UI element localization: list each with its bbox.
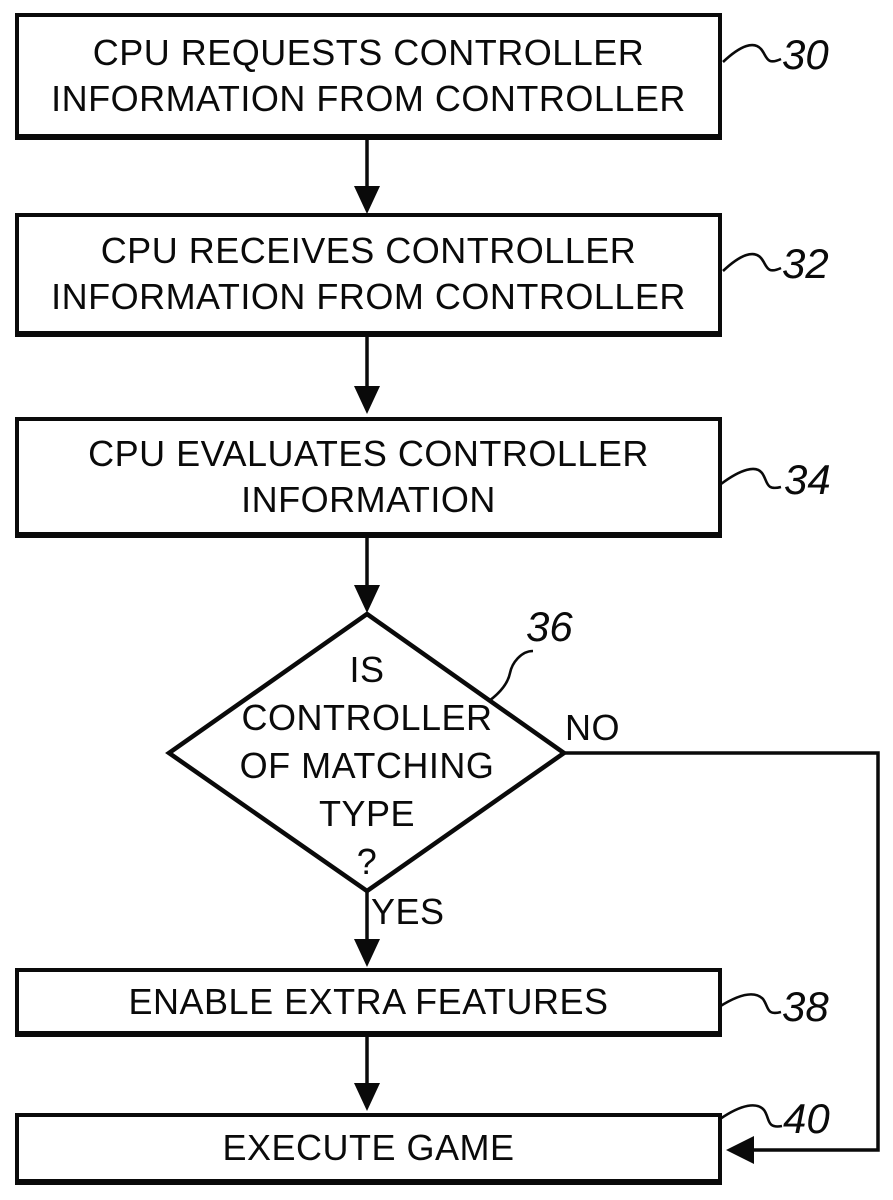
no-branch-line: [563, 751, 880, 1152]
ref-label-32: 32: [782, 240, 829, 287]
process-box-text: INFORMATION FROM CONTROLLER: [51, 276, 686, 317]
no-branch-label: NO: [565, 707, 620, 748]
arrowhead-38-to-40: [354, 1083, 380, 1111]
yes-branch-label: YES: [371, 891, 445, 932]
decision-text-line: TYPE: [318, 793, 416, 834]
decision-text-line: IS: [349, 649, 385, 690]
process-box-execute-game: EXECUTE GAME: [15, 1113, 722, 1185]
arrowhead-34-to-36: [354, 585, 380, 613]
arrowhead-32-to-34: [354, 386, 380, 414]
process-box-cpu-receives: CPU RECEIVES CONTROLLER INFORMATION FROM…: [15, 213, 722, 337]
process-box-text: CPU RECEIVES CONTROLLER: [100, 230, 637, 271]
leader-30: [722, 43, 782, 63]
process-box-text: INFORMATION FROM CONTROLLER: [51, 77, 686, 119]
leader-40: [719, 1104, 783, 1128]
arrowhead-yes-36-to-38: [354, 939, 380, 967]
process-box-cpu-requests: CPU REQUESTS CONTROLLER INFORMATION FROM…: [15, 13, 722, 140]
ref-label-36: 36: [526, 603, 573, 650]
decision-diamond-shape: [165, 611, 568, 894]
decision-text-line: CONTROLLER: [241, 697, 493, 738]
leader-34: [720, 467, 782, 490]
ref-label-38: 38: [782, 983, 829, 1030]
ref-label-30: 30: [782, 31, 829, 78]
process-box-text: CPU REQUESTS CONTROLLER: [92, 31, 645, 73]
process-box-cpu-evaluates: CPU EVALUATES CONTROLLER INFORMATION: [15, 417, 722, 538]
process-box-enable-extra-features: ENABLE EXTRA FEATURES: [15, 968, 722, 1037]
process-box-text: INFORMATION: [241, 478, 496, 520]
arrowhead-30-to-32: [354, 186, 380, 214]
decision-text-line: ?: [356, 841, 378, 882]
process-box-text: CPU EVALUATES CONTROLLER: [88, 432, 649, 474]
decision-text-line: OF MATCHING: [239, 745, 495, 786]
ref-label-40: 40: [783, 1095, 830, 1142]
leader-32: [722, 252, 782, 272]
arrowhead-no-to-40: [726, 1136, 754, 1164]
process-box-text: EXECUTE GAME: [222, 1127, 515, 1168]
leader-38: [718, 993, 782, 1015]
ref-label-34: 34: [784, 456, 831, 503]
process-box-text: ENABLE EXTRA FEATURES: [128, 980, 609, 1022]
leader-36: [488, 649, 534, 703]
decision-diamond-text: IS CONTROLLER OF MATCHING TYPE ?: [192, 646, 542, 886]
